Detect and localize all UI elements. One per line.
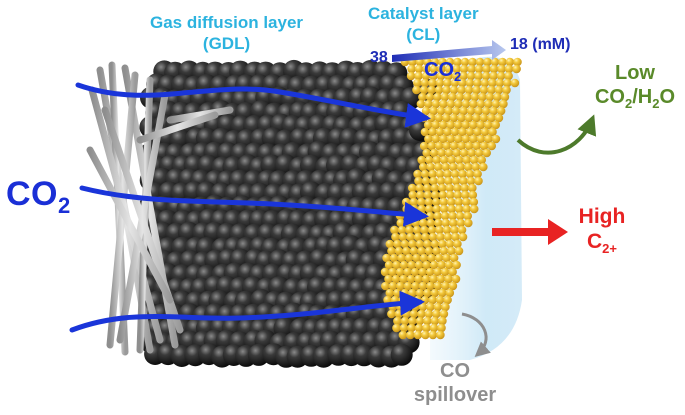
catalyst-particle <box>482 149 491 158</box>
catalyst-particle <box>417 100 426 109</box>
catalyst-particle <box>512 65 521 74</box>
catalyst-particle <box>511 79 520 88</box>
catalyst-particle <box>464 219 473 228</box>
gdl-title: Gas diffusion layer (GDL) <box>150 14 303 52</box>
high-c2-label: High C2+ <box>572 206 632 255</box>
catalyst-particle <box>429 331 438 340</box>
catalyst-particle <box>412 86 421 95</box>
cl-title: Catalyst layer (CL) <box>368 5 479 43</box>
catalyst-particle <box>414 331 423 340</box>
co2-catalyst-label: CO2 <box>424 60 461 83</box>
concentration-end: 18 (mM) <box>510 37 570 53</box>
co2-feed-label: CO2 <box>6 177 71 217</box>
gdl-abbr: (GDL) <box>150 35 303 52</box>
low-co2-h2o-label: Low CO2/H2O <box>585 63 685 110</box>
catalyst-particle <box>436 331 445 340</box>
co-spillover-label: CO spillover <box>405 361 505 405</box>
catalyst-particle <box>421 331 430 340</box>
concentration-start: 38 <box>370 50 388 66</box>
catalyst-particle <box>470 205 479 214</box>
catalyst-particle <box>474 177 483 186</box>
catalyst-particle <box>459 233 468 242</box>
low-co2-curved-arrow <box>518 120 592 153</box>
catalyst-particle <box>399 331 408 340</box>
catalyst-particle <box>407 72 416 81</box>
catalyst-particle <box>479 163 488 172</box>
cl-abbr: (CL) <box>368 26 479 43</box>
catalyst-particle <box>392 324 401 333</box>
catalyst-particle <box>487 142 496 151</box>
catalyst-particle <box>406 331 415 340</box>
catalyst-particle <box>387 310 396 319</box>
catalyst-particle <box>455 247 464 256</box>
